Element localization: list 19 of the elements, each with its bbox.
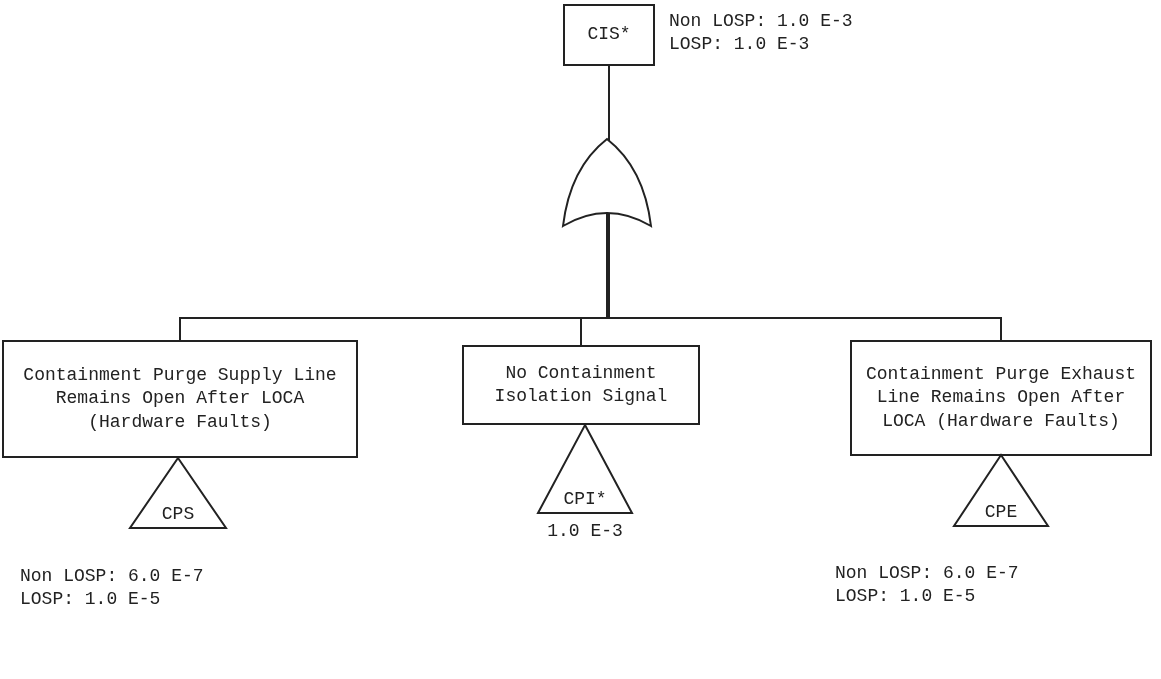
probability-label: Non LOSP: 1.0 E-3 bbox=[669, 10, 853, 33]
event-box bbox=[563, 4, 655, 66]
transfer-triangle bbox=[538, 425, 632, 513]
event-label: CPS bbox=[161, 504, 195, 526]
transfer-triangle bbox=[954, 455, 1048, 526]
probability-label: Non LOSP: 6.0 E-7 bbox=[835, 562, 1019, 585]
transfer-triangle bbox=[130, 458, 226, 528]
probability-label: 1.0 E-3 bbox=[546, 520, 624, 543]
probability-label: Non LOSP: 6.0 E-7 bbox=[20, 565, 204, 588]
event-label: No Containment Isolation Signal bbox=[493, 361, 669, 408]
probability-label: LOSP: 1.0 E-5 bbox=[20, 588, 161, 611]
event-label: CPE bbox=[984, 502, 1018, 524]
event-label: CPI* bbox=[563, 489, 607, 511]
probability-label: LOSP: 1.0 E-3 bbox=[669, 33, 810, 56]
probability-label: LOSP: 1.0 E-5 bbox=[835, 585, 976, 608]
or-gate-symbol bbox=[562, 138, 652, 228]
event-label: Containment Purge Exhaust Line Remains Open After LOCA (Hardware Faults) bbox=[864, 362, 1137, 433]
event-label: Containment Purge Supply Line Remains Open After LOCA (Hardware Faults) bbox=[22, 363, 338, 434]
event-label: CIS* bbox=[587, 23, 631, 47]
